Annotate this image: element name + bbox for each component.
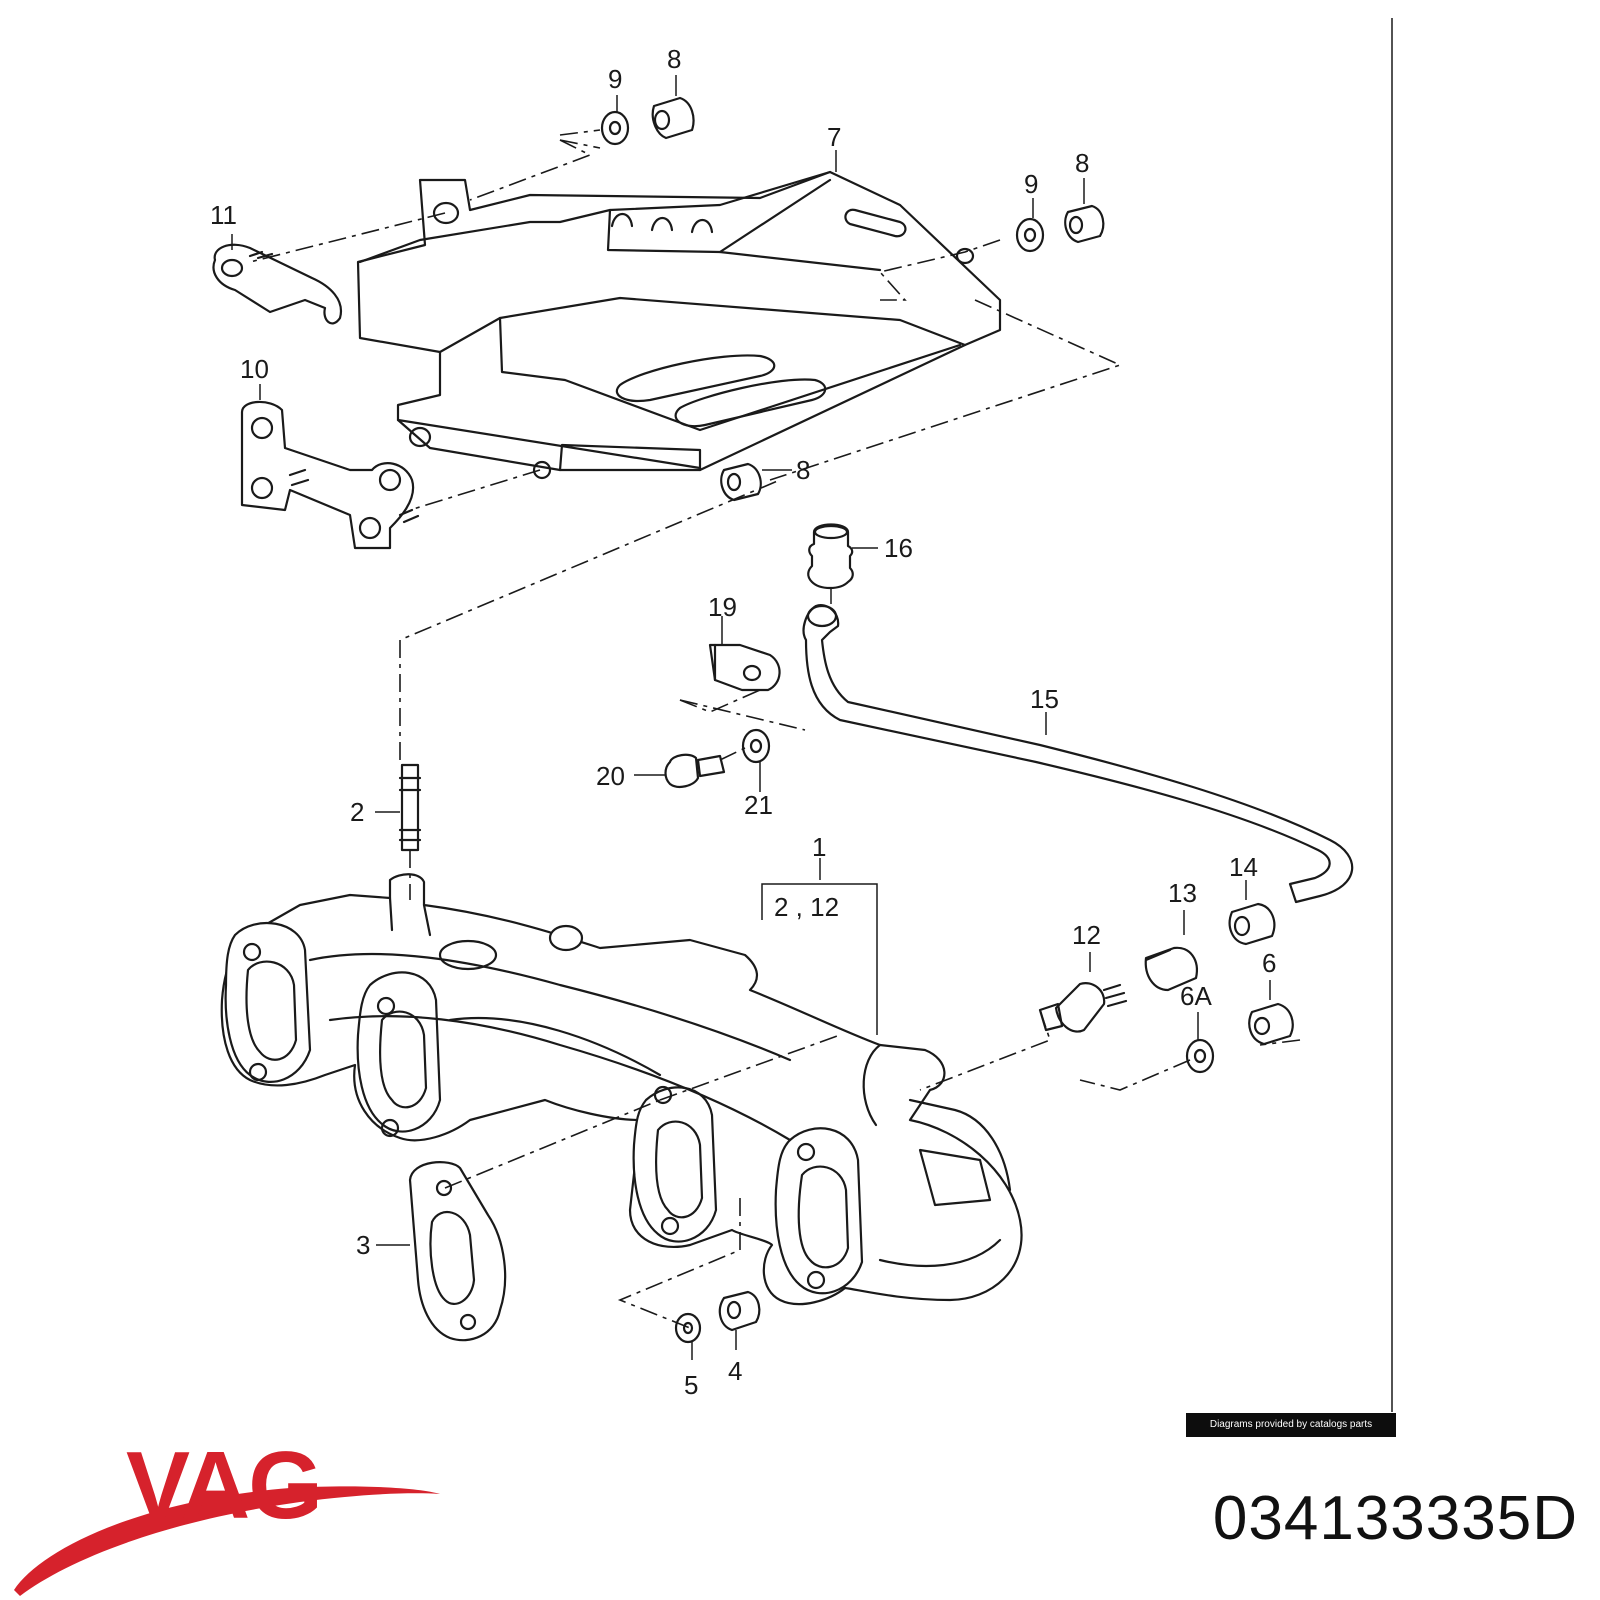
callout-3: 3	[356, 1230, 370, 1260]
callout-13: 13	[1168, 878, 1197, 908]
callout-2: 2	[350, 797, 364, 827]
washer-9-top	[600, 110, 630, 146]
callout-12: 12	[1072, 920, 1101, 950]
tube-15-part	[802, 604, 1354, 904]
callout-8-right: 8	[1075, 148, 1089, 178]
nut-4-part	[718, 1290, 761, 1332]
nut-8-middle	[720, 462, 762, 502]
bracket-11-part	[212, 243, 343, 325]
nut-6-part	[1248, 1002, 1294, 1046]
assembly-lines	[249, 129, 1301, 1329]
grommet-16-part	[807, 523, 854, 590]
part-number: 034133335D	[1212, 1484, 1578, 1553]
callout-7: 7	[827, 122, 841, 152]
brand-logo-text: VAG	[126, 1432, 323, 1539]
callout-9-top: 9	[608, 64, 622, 94]
callout-11: 11	[210, 200, 237, 230]
callout-8-top: 8	[667, 44, 681, 74]
exhaust-manifold-part	[220, 873, 1023, 1306]
washer-21-part	[741, 728, 771, 764]
bracket-10-part	[240, 400, 420, 550]
bolt-20-part	[664, 753, 726, 788]
callout-15: 15	[1030, 684, 1059, 714]
callout-2-12: 2 , 12	[774, 892, 839, 922]
callout-labels: 9 8 7 9 8 11 10 8 16 19 15 20 21 2 1 2 ,…	[210, 44, 1276, 1400]
callout-14: 14	[1229, 852, 1258, 882]
callout-8-middle: 8	[796, 455, 810, 485]
callout-6: 6	[1262, 948, 1276, 978]
washer-9-right	[1015, 217, 1045, 253]
callout-4: 4	[728, 1356, 742, 1386]
stud-12-part	[1038, 982, 1128, 1033]
washer-6a-part	[1185, 1038, 1215, 1074]
nut-8-top	[651, 96, 695, 140]
callout-6a: 6A	[1180, 981, 1212, 1011]
sleeve-13-part	[1144, 946, 1198, 992]
callout-9-right: 9	[1024, 169, 1038, 199]
leader-lines	[231, 75, 1271, 1360]
callout-5: 5	[684, 1370, 698, 1400]
callout-19: 19	[708, 592, 737, 622]
diagram-credit-banner: Diagrams provided by catalogs parts	[1186, 1413, 1396, 1437]
callout-21: 21	[744, 790, 773, 820]
callout-10: 10	[240, 354, 269, 384]
nut-8-right	[1064, 204, 1105, 244]
gasket-3-part	[408, 1161, 507, 1342]
heat-shield-part	[356, 170, 1002, 480]
callout-1: 1	[812, 832, 826, 862]
clip-19-part	[708, 643, 781, 692]
stud-2-part	[398, 763, 422, 852]
callout-16: 16	[884, 533, 913, 563]
callout-20: 20	[596, 761, 625, 791]
spacer-14-part	[1228, 902, 1276, 946]
vag-swoosh-logo-icon	[14, 1486, 440, 1596]
